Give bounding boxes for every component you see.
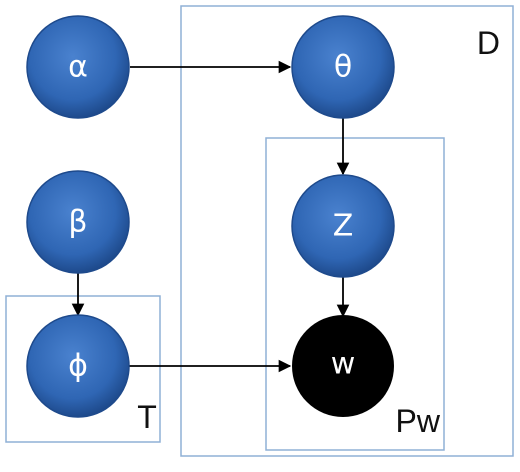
plate-pw [265,137,445,451]
node-beta: β [26,170,130,274]
node-alpha-label: α [68,50,88,85]
plate-d [180,5,514,457]
node-theta: θ [291,15,395,119]
plate-pw-label: Pw [396,403,441,439]
node-w-label: w [331,347,356,382]
node-w-observed: w [292,315,394,417]
node-beta-label: β [68,205,87,240]
node-theta-label: θ [334,50,352,85]
plate-t [5,295,161,443]
node-z: Z [291,174,395,278]
node-phi-label: ϕ [68,349,88,384]
node-z-label: Z [333,209,354,244]
node-phi: ϕ [26,314,130,418]
node-alpha: α [26,15,130,119]
plate-t-label: T [137,399,157,435]
plate-d-label: D [477,25,500,61]
